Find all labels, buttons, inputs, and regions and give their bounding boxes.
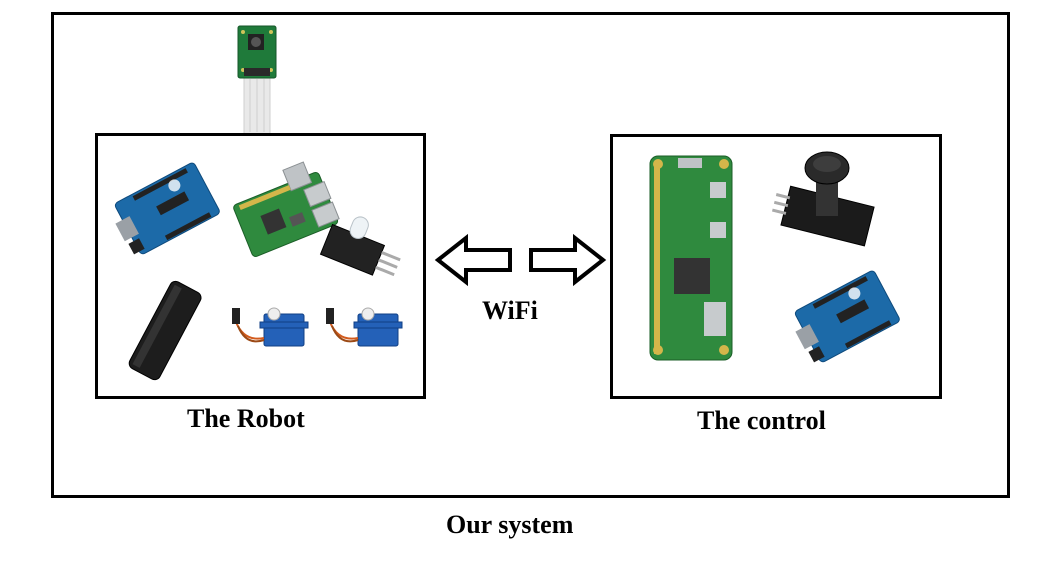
- control-box: [610, 134, 942, 399]
- robot-label: The Robot: [187, 404, 305, 433]
- right-arrow-icon: [529, 233, 607, 287]
- power-bank-image: [128, 280, 202, 381]
- raspberry-pi-zero-image: [649, 155, 733, 361]
- arduino-uno-image: [114, 162, 220, 255]
- control-label: The control: [697, 406, 826, 435]
- servo-motor-image: [326, 307, 403, 347]
- robot-box: [95, 133, 426, 399]
- raspberry-pi-image: [233, 161, 340, 257]
- wifi-label: WiFi: [482, 296, 538, 325]
- joystick-module-image: [771, 151, 875, 247]
- left-arrow-icon: [434, 233, 512, 287]
- arduino-uno-image: [794, 270, 900, 363]
- system-frame: [51, 12, 1010, 498]
- led-module-image: [319, 216, 401, 277]
- system-caption: Our system: [446, 510, 574, 539]
- camera-module-image: [237, 25, 277, 135]
- servo-motor-image: [232, 307, 309, 347]
